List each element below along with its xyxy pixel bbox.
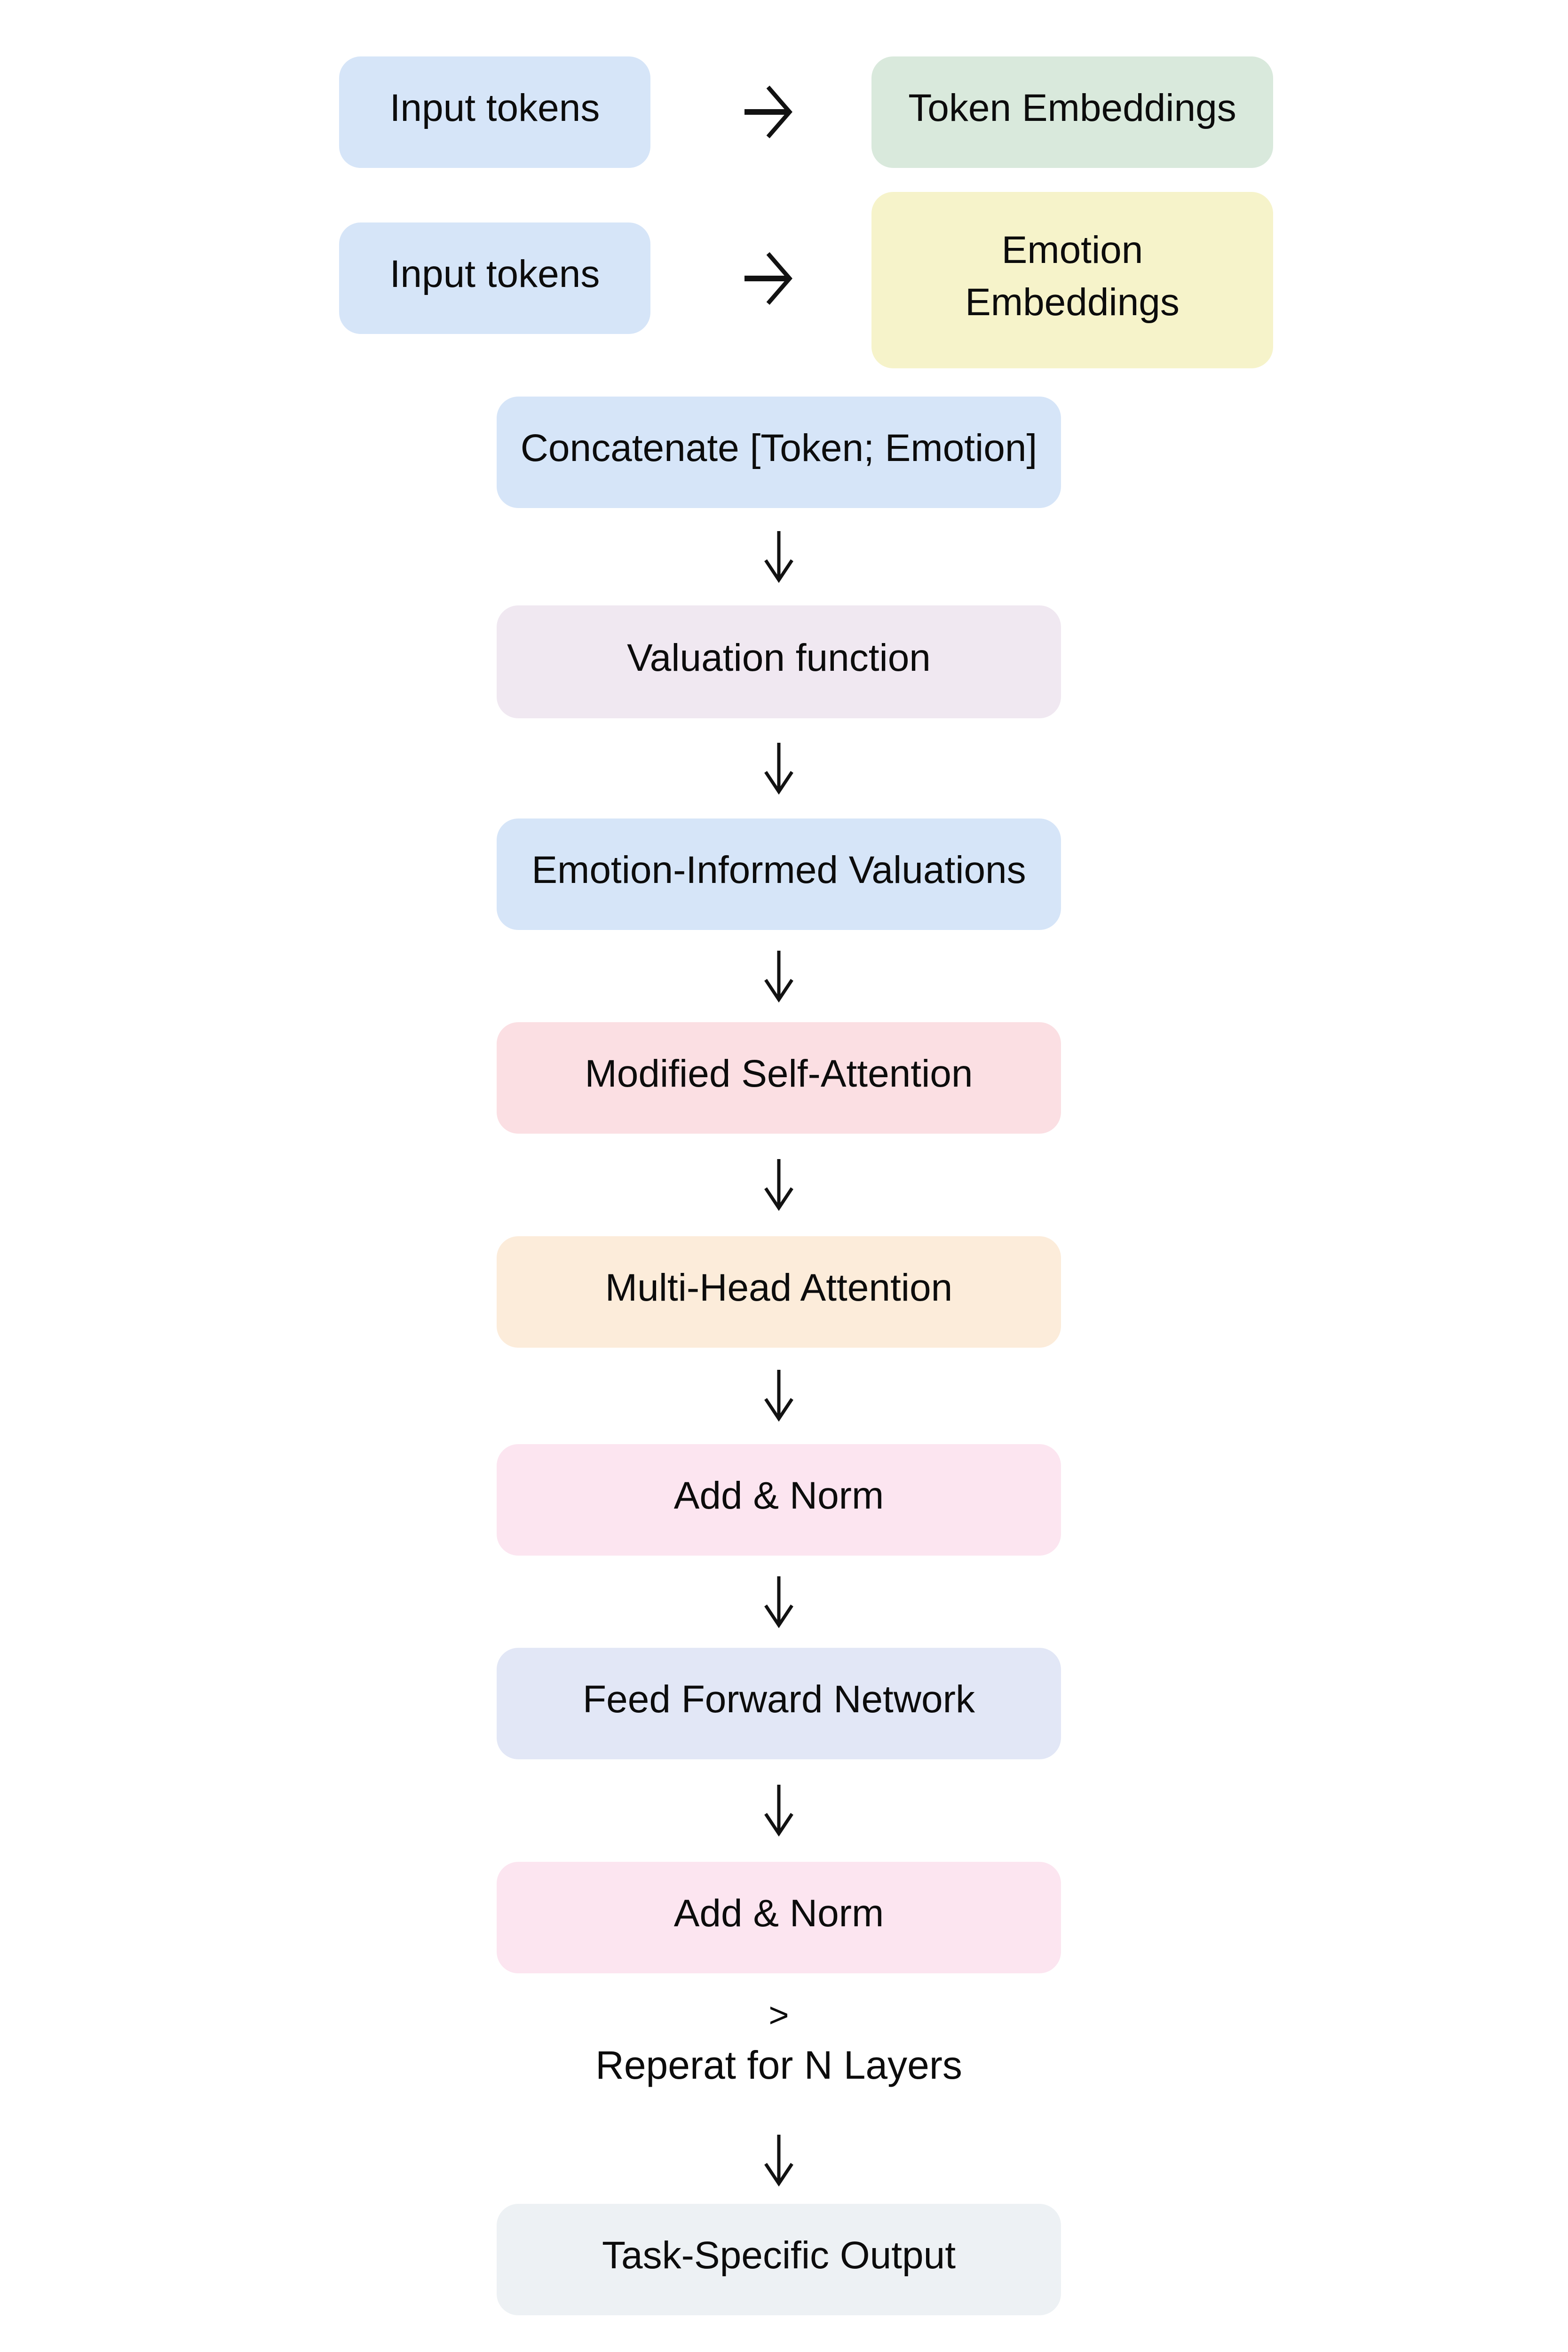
node-add-norm-1: Add & Norm: [497, 1444, 1061, 1556]
node-task-specific-output: Task-Specific Output: [497, 2204, 1061, 2315]
node-modified-self-attention: Modified Self-Attention: [497, 1022, 1061, 1134]
right-arrow-icon: [742, 243, 793, 314]
down-arrow-icon: [758, 1784, 800, 1837]
down-arrow-icon: [758, 530, 800, 583]
node-multi-head-attention: Multi-Head Attention: [497, 1236, 1061, 1348]
down-arrow-icon: [758, 1158, 800, 1211]
down-arrow-icon: [758, 742, 800, 795]
node-input-tokens-1: Input tokens: [339, 56, 650, 168]
right-arrow-icon: [742, 77, 793, 147]
node-add-norm-2: Add & Norm: [497, 1862, 1061, 1973]
node-input-tokens-2: Input tokens: [339, 222, 650, 334]
down-arrow-icon: [758, 950, 800, 1003]
repeat-chevron: >: [768, 1995, 789, 2034]
node-feed-forward-network: Feed Forward Network: [497, 1648, 1061, 1759]
node-concatenate: Concatenate [Token; Emotion]: [497, 397, 1061, 508]
repeat-for-n-layers-label: Reperat for N Layers: [595, 2042, 962, 2087]
down-arrow-icon: [758, 1575, 800, 1629]
node-emotion-informed-valuations: Emotion-Informed Valuations: [497, 818, 1061, 930]
node-valuation-function: Valuation function: [497, 605, 1061, 718]
node-emotion-embeddings: Emotion Embeddings: [871, 192, 1273, 368]
down-arrow-icon: [758, 2134, 800, 2187]
node-token-embeddings: Token Embeddings: [871, 56, 1273, 168]
down-arrow-icon: [758, 1369, 800, 1422]
